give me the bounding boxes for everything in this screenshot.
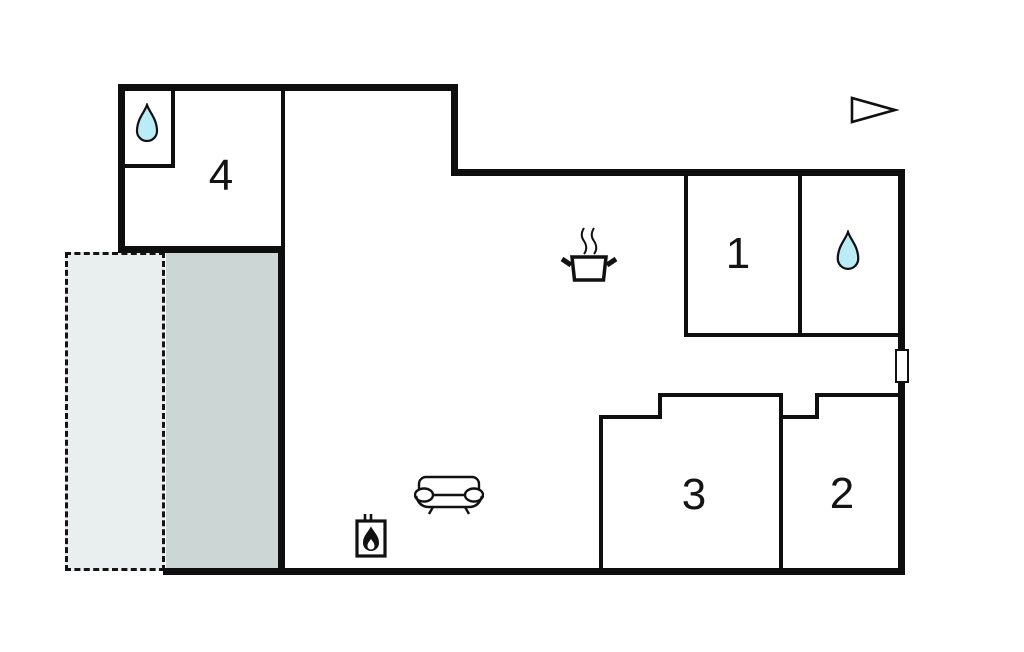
- sofa-icon: [414, 475, 484, 515]
- wall-room2-top: [815, 393, 905, 397]
- wall-top-right: [451, 169, 905, 176]
- window-marker: [895, 349, 909, 383]
- wall-room3-step: [658, 393, 662, 419]
- wall-room2-notch-vertical: [815, 393, 819, 419]
- terrace-covered-area: [166, 253, 278, 568]
- room-4-label: 4: [208, 151, 234, 200]
- wall-room2-notch-horizontal: [779, 415, 819, 419]
- wall-room1-bottom: [684, 333, 905, 337]
- wall-room3-top: [658, 393, 783, 397]
- wall-room3-left: [599, 415, 603, 568]
- wall-room1-bathroom-divider: [798, 176, 802, 337]
- room-1-label: 1: [725, 229, 751, 278]
- wall-top-left: [118, 84, 458, 91]
- entrance-arrow-icon: [850, 96, 899, 124]
- cooking-pot-icon: [560, 227, 618, 282]
- water-drop-icon: [135, 103, 159, 143]
- wall-bottom: [163, 568, 905, 575]
- wall-room3-room2-divider: [779, 393, 783, 568]
- wall-room1-left: [684, 176, 688, 337]
- wall-room3-topleft: [599, 415, 662, 419]
- water-drop-icon: [836, 230, 860, 270]
- room-2-label: 2: [829, 469, 855, 518]
- wall-room4-right: [281, 91, 285, 246]
- room-3-label: 3: [681, 470, 707, 519]
- fireplace-icon: [355, 514, 387, 558]
- wall-room4-bottom: [118, 246, 285, 253]
- wall-room4-left: [118, 84, 125, 253]
- wall-living-left: [278, 246, 285, 575]
- wall-ensuite-bottom: [125, 164, 175, 168]
- terrace-open-area: [65, 252, 165, 571]
- wall-ensuite-right: [171, 91, 175, 168]
- wall-step: [451, 84, 458, 176]
